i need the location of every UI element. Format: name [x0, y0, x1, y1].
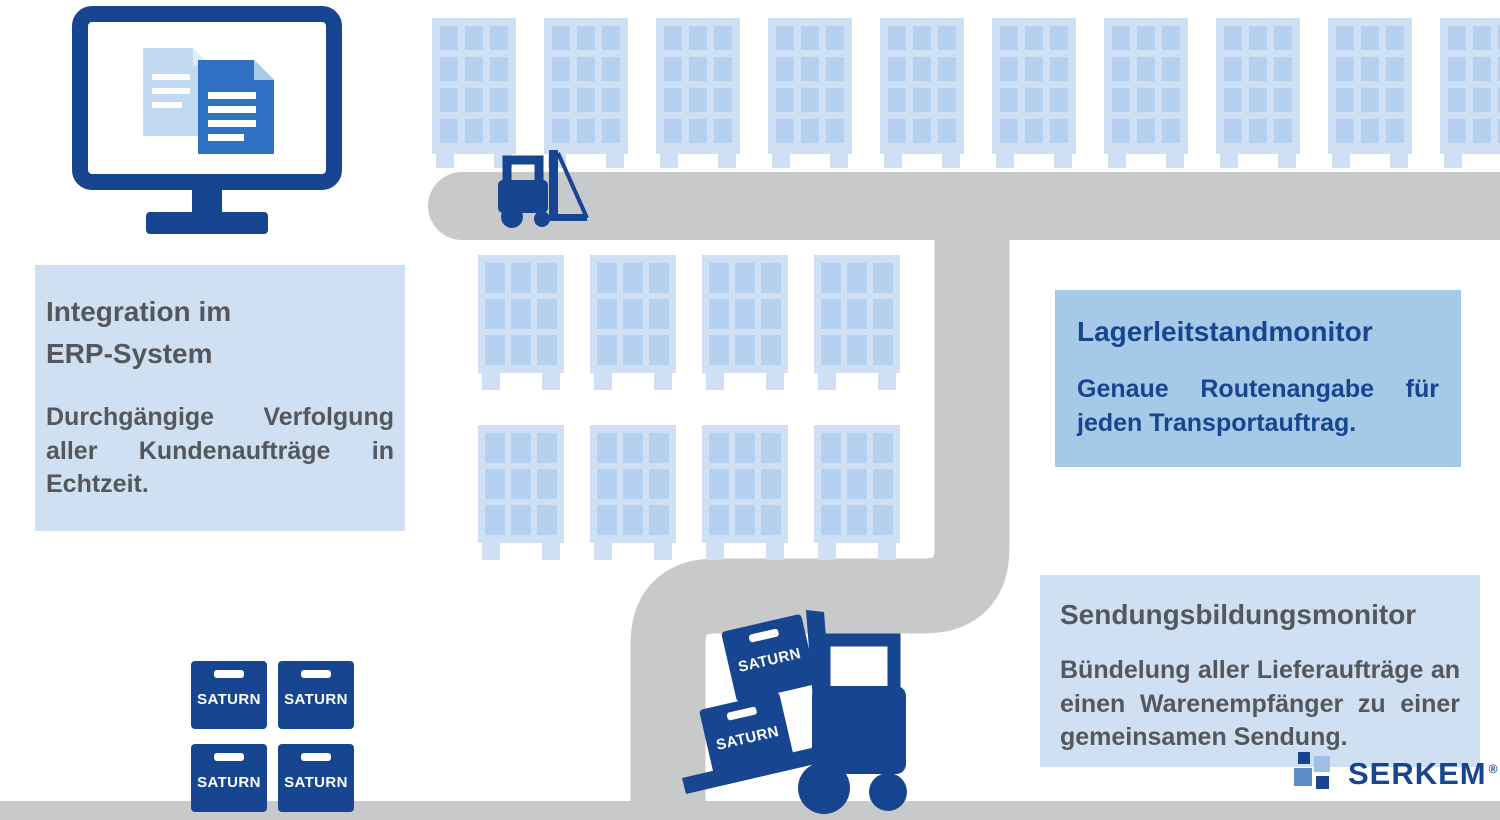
logo-square	[1314, 756, 1330, 772]
saturn-box: SATURN	[278, 744, 354, 812]
document-back-icon	[143, 48, 211, 136]
sendungsbildung-card-title: Sendungsbildungsmonitor	[1060, 599, 1417, 630]
warehouse-rack-icon	[702, 425, 788, 560]
erp-card-title-line2: ERP-System	[46, 338, 213, 369]
lagerleitstand-card: Lagerleitstandmonitor Genaue Routenangab…	[1055, 290, 1461, 467]
warehouse-rack-icon	[814, 255, 900, 390]
box-handle-slot	[214, 670, 244, 678]
warehouse-rack-icon	[702, 255, 788, 390]
warehouse-rack-icon	[478, 255, 564, 390]
box-handle-slot	[214, 753, 244, 761]
box-handle-slot	[748, 628, 780, 643]
warehouse-rack-icon	[432, 18, 516, 168]
warehouse-rack-icon	[1328, 18, 1412, 168]
erp-card-title: Integration im ERP-System	[46, 291, 394, 375]
erp-card-body: Durchgängige Verfolgung aller Kundenauft…	[46, 403, 394, 498]
saturn-box-label: SATURN	[736, 644, 803, 676]
erp-card-title-line1: Integration im	[46, 296, 232, 327]
document-front-icon	[198, 60, 274, 154]
warehouse-rack-icon	[544, 18, 628, 168]
saturn-box-label: SATURN	[284, 691, 348, 708]
box-handle-slot	[726, 706, 758, 721]
serkem-logo-text: SERKEM®	[1348, 756, 1498, 792]
warehouse-rack-icon	[1216, 18, 1300, 168]
box-handle-slot	[301, 670, 331, 678]
warehouse-rack-icon	[590, 255, 676, 390]
warehouse-rack-icon	[880, 18, 964, 168]
warehouse-rack-icon	[590, 425, 676, 560]
lagerleitstand-card-body: Genaue Routenangabe für jeden Transporta…	[1077, 375, 1439, 437]
sendungsbildung-card-body: Bündelung aller Lieferaufträge an einen …	[1060, 656, 1460, 752]
logo-square	[1294, 768, 1312, 786]
warehouse-rack-row-top	[432, 18, 1500, 168]
serkem-wordmark: SERKEM	[1348, 756, 1487, 791]
warehouse-rack-grid-middle	[478, 255, 900, 560]
transport-road	[0, 172, 1500, 820]
erp-integration-card: Integration im ERP-System Durchgängige V…	[35, 265, 405, 531]
saturn-box: SATURN	[191, 661, 267, 729]
warehouse-rack-icon	[1104, 18, 1188, 168]
saturn-box-label: SATURN	[284, 774, 348, 791]
erp-monitor-icon	[72, 6, 342, 234]
saturn-box: SATURN	[278, 661, 354, 729]
warehouse-rack-icon	[814, 425, 900, 560]
registered-mark: ®	[1488, 761, 1499, 776]
lagerleitstand-card-title: Lagerleitstandmonitor	[1077, 316, 1373, 347]
warehouse-rack-icon	[1440, 18, 1500, 168]
saturn-box: SATURN	[191, 744, 267, 812]
serkem-squares-icon	[1293, 750, 1339, 798]
warehouse-rack-icon	[478, 425, 564, 560]
warehouse-rack-icon	[656, 18, 740, 168]
logo-square	[1316, 776, 1329, 789]
box-handle-slot	[301, 753, 331, 761]
saturn-box-label: SATURN	[197, 774, 261, 791]
warehouse-rack-icon	[768, 18, 852, 168]
forklift-icon	[498, 150, 589, 228]
sendungsbildung-card: Sendungsbildungsmonitor Bündelung aller …	[1040, 575, 1480, 767]
saturn-box-label: SATURN	[197, 691, 261, 708]
logo-square	[1298, 752, 1310, 764]
serkem-logo: SERKEM®	[1293, 750, 1498, 798]
warehouse-rack-icon	[992, 18, 1076, 168]
saturn-box-label: SATURN	[714, 722, 781, 754]
